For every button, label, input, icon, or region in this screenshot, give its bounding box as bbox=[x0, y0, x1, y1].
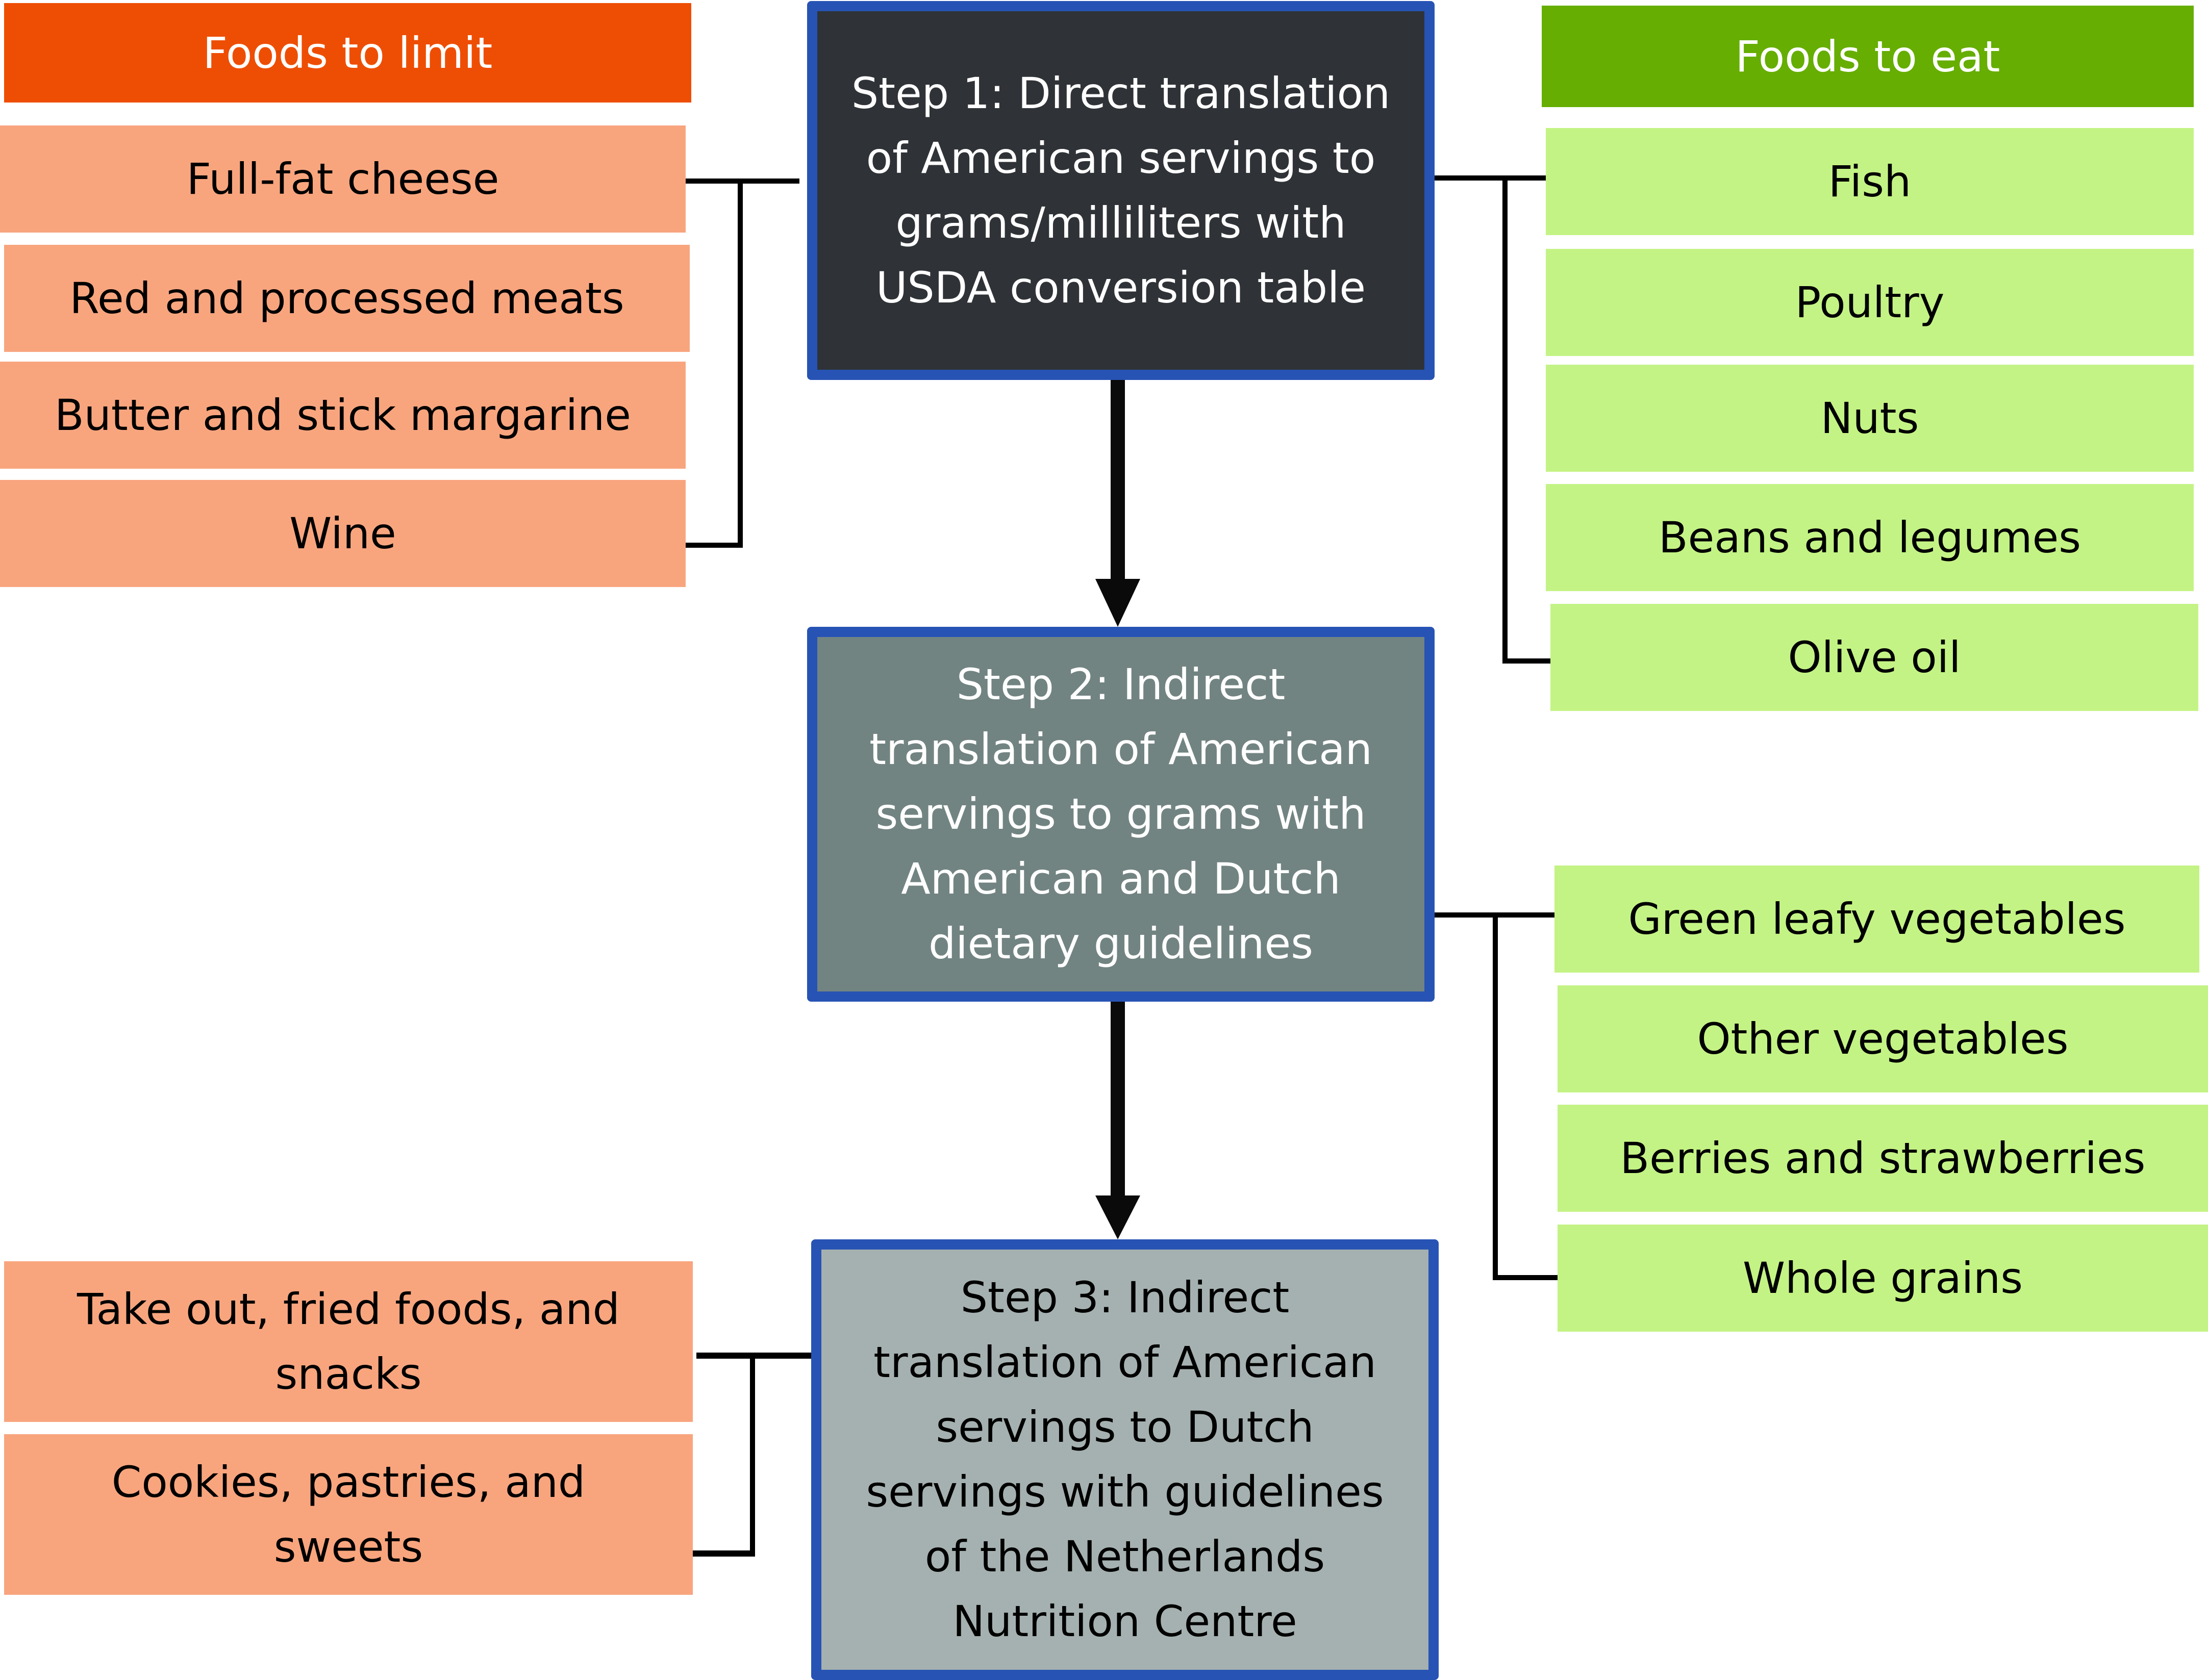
limit-item-full-fat-cheese: Full-fat cheese bbox=[0, 125, 686, 233]
eat-item-whole-grains: Whole grains bbox=[1558, 1225, 2208, 1332]
eat-item-berries-strawberries: Berries and strawberries bbox=[1558, 1105, 2208, 1212]
arrow-step2-to-step3 bbox=[1095, 1002, 1140, 1239]
eat-item-beans-legumes: Beans and legumes bbox=[1546, 484, 2194, 591]
limit-item-butter-margarine: Butter and stick margarine bbox=[0, 362, 686, 469]
limit-item-red-processed-meats: Red and processed meats bbox=[4, 245, 690, 352]
foods-to-limit-header: Foods to limit bbox=[4, 3, 691, 103]
eat-item-nuts: Nuts bbox=[1546, 365, 2194, 472]
eat-item-poultry: Poultry bbox=[1546, 249, 2194, 356]
step-1-box: Step 1: Direct translation of American s… bbox=[807, 1, 1435, 380]
connector-step3-limit-vertical bbox=[750, 1354, 755, 1556]
connector-step1-eat-vertical bbox=[1502, 176, 1508, 664]
connector-step2-eat-bottom bbox=[1493, 1275, 1558, 1280]
connector-step3-limit-bottom bbox=[693, 1550, 755, 1557]
eat-item-olive-oil: Olive oil bbox=[1550, 604, 2198, 711]
connector-step1-eat-top bbox=[1435, 175, 1546, 181]
step-2-box: Step 2: Indirect translation of American… bbox=[807, 627, 1435, 1002]
arrow-step1-to-step2 bbox=[1095, 380, 1140, 627]
eat-item-green-leafy-vegetables: Green leafy vegetables bbox=[1554, 866, 2199, 973]
connector-step2-eat-vertical bbox=[1493, 913, 1498, 1280]
limit-item-cookies-pastries-sweets: Cookies, pastries, and sweets bbox=[4, 1434, 693, 1595]
eat-item-other-vegetables: Other vegetables bbox=[1558, 985, 2208, 1092]
connector-step1-limit-bottom bbox=[686, 543, 743, 548]
connector-step1-eat-bottom bbox=[1502, 658, 1550, 664]
connector-step1-limit-vertical bbox=[738, 180, 743, 548]
step-3-box: Step 3: Indirect translation of American… bbox=[811, 1239, 1439, 1680]
limit-item-wine: Wine bbox=[0, 480, 686, 587]
eat-item-fish: Fish bbox=[1546, 128, 2194, 235]
foods-to-eat-header: Foods to eat bbox=[1542, 6, 2194, 107]
limit-item-takeout-fried-snacks: Take out, fried foods, and snacks bbox=[4, 1261, 693, 1422]
